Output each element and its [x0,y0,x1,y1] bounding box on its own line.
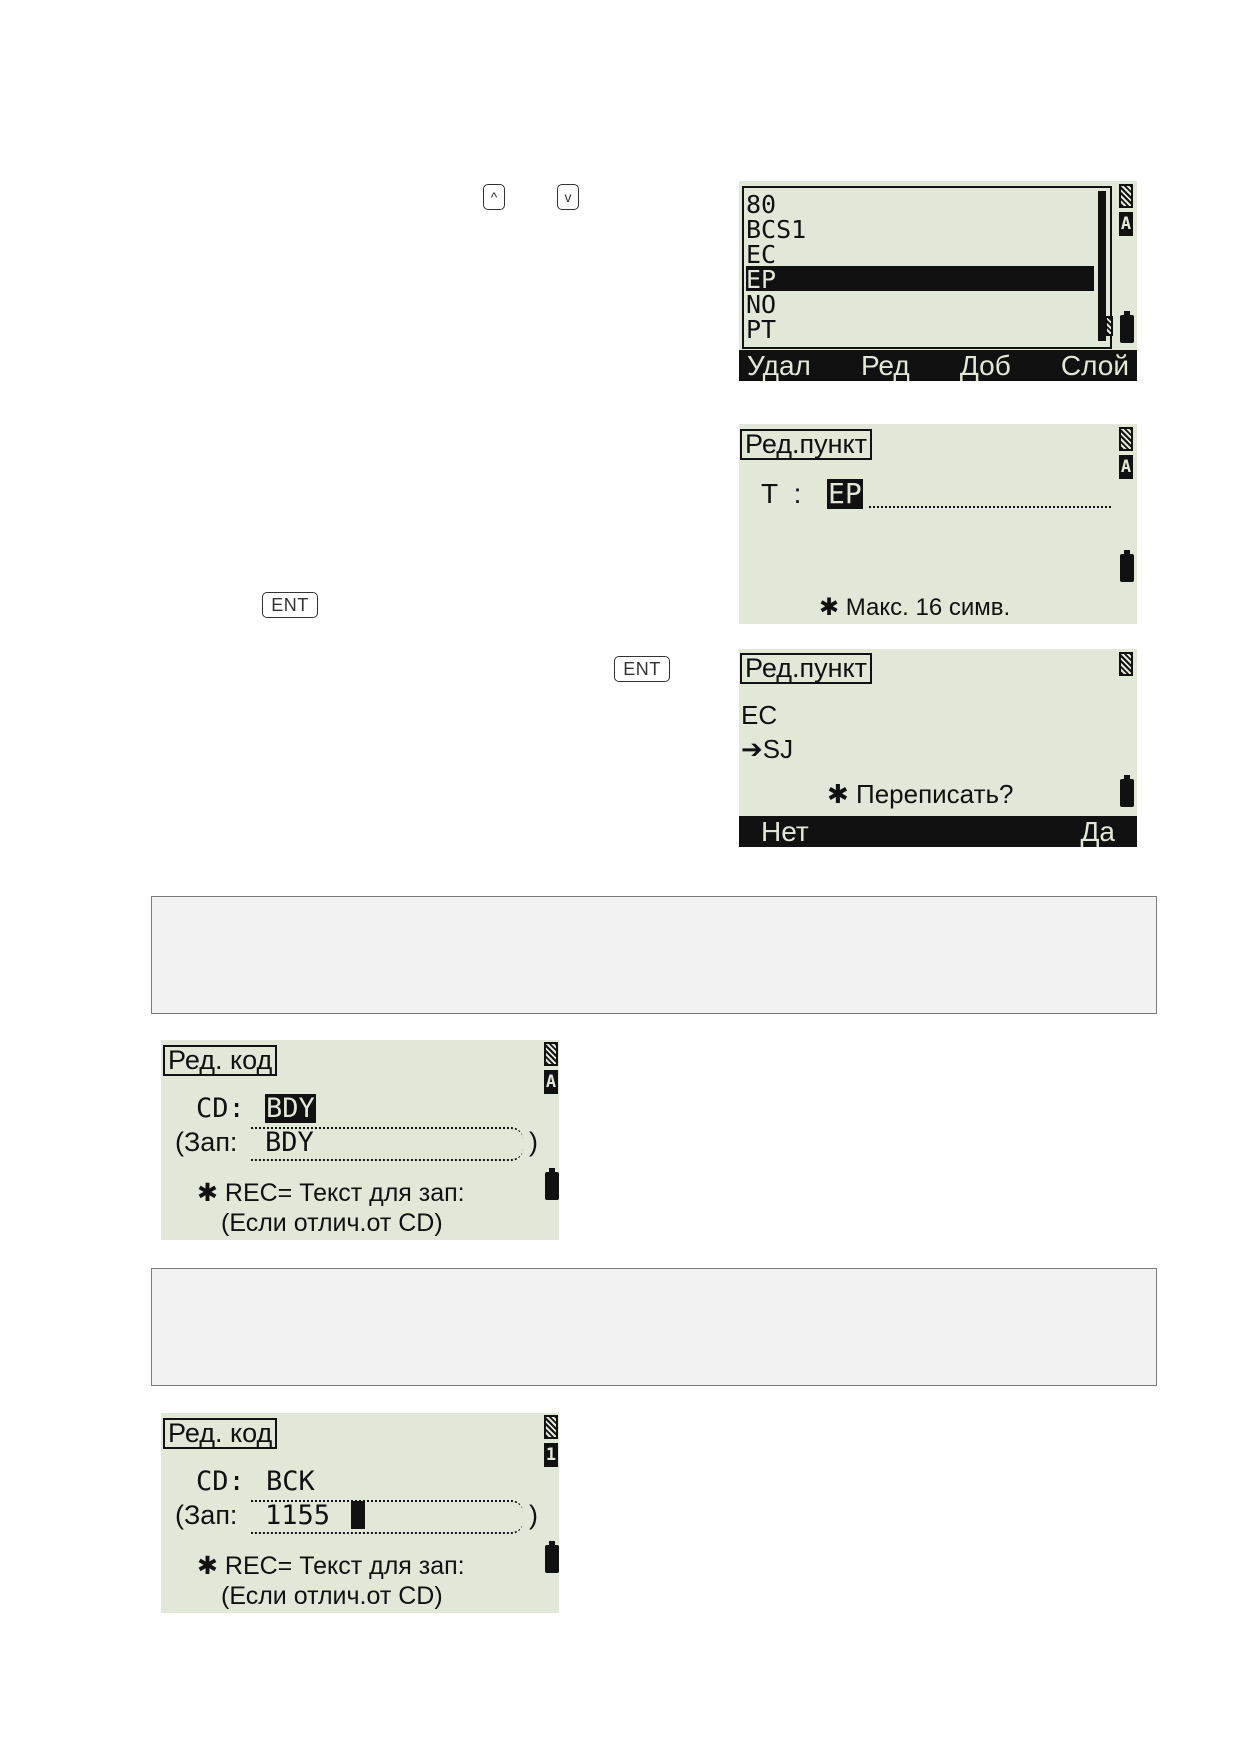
screen-title: Ред.пункт [740,653,873,684]
signal-indicator-icon [544,1415,558,1439]
note-box [151,1268,1157,1386]
record-label: (Зап: [175,1500,238,1530]
hint-text: (Если отлич.от CD) [221,1209,443,1237]
list-item[interactable]: 80 [746,190,777,219]
record-value-input[interactable]: BDY [265,1127,314,1158]
ent-key-icon: ENT [262,592,318,618]
list-item-selected[interactable]: EP [746,266,1094,292]
signal-indicator-icon [1119,184,1133,208]
input-mode-indicator: A [1119,455,1133,479]
up-key-icon: ^ [483,184,505,210]
list-item[interactable]: PT [746,315,777,344]
battery-icon [545,1541,559,1573]
signal-indicator-icon [1119,427,1133,451]
record-value-input[interactable]: 1155 [265,1500,331,1531]
softkey-bar: Нет Да [739,816,1137,847]
old-code-text: EC [741,700,778,730]
list-item[interactable]: NO [746,290,777,319]
record-label: (Зап: [175,1127,238,1157]
record-underline [251,1500,523,1534]
softkey-edit[interactable]: Ред [860,349,910,381]
signal-indicator-icon [1119,652,1133,676]
softkey-layer[interactable]: Слой [1060,349,1129,381]
softkey-no[interactable]: Нет [761,815,809,847]
screen-title: Ред.пункт [740,429,873,460]
battery-icon [1120,550,1134,582]
code-value: BCK [266,1466,315,1497]
note-box [151,896,1157,1014]
hint-text: ✱ Макс. 16 симв. [819,594,1011,621]
hint-text: ✱ REC= Текст для зап: [197,1179,465,1207]
list-item[interactable]: EC [746,240,777,269]
input-mode-indicator: 1 [544,1443,558,1467]
list-item[interactable]: BCS1 [746,215,807,244]
new-code-text: ➔SJ [741,734,794,764]
text-cursor [351,1501,365,1529]
battery-icon [1120,311,1134,343]
field-value-input[interactable]: EP [827,477,863,510]
code-label: CD: [196,1466,245,1497]
lcd-screen-edit-point: Ред.пункт Т : EP A ✱ Макс. 16 симв. [739,424,1137,624]
code-label: CD: [196,1093,245,1124]
record-close: ) [529,1127,538,1157]
lcd-screen-edit-code: Ред. код CD: BCK (Зап: 1155 ) 1 ✱ REC= Т… [161,1413,559,1613]
ent-key-icon: ENT [614,656,670,682]
scroll-indicator-icon [1105,316,1113,336]
field-label: Т : [761,478,802,509]
softkey-add[interactable]: Доб [959,349,1011,381]
battery-icon [1120,775,1134,807]
list-scrollbar[interactable] [1098,191,1106,341]
softkey-delete[interactable]: Удал [747,349,811,381]
record-underline [251,1127,523,1161]
lcd-screen-overwrite: Ред.пункт EC ➔SJ ✱ Переписать? Нет Да [739,649,1137,847]
hint-text: (Если отлич.от CD) [221,1582,443,1610]
lcd-screen-list: 80 BCS1 EC EP NO PT A Удал Ред Доб Слой [739,181,1137,381]
battery-icon [545,1168,559,1200]
lcd-screen-edit-code: Ред. код CD: BDY (Зап: BDY ) A ✱ REC= Те… [161,1040,559,1240]
softkey-bar: Удал Ред Доб Слой [739,350,1137,381]
list-frame [742,186,1112,349]
screen-title: Ред. код [163,1418,278,1449]
hint-text: ✱ REC= Текст для зап: [197,1552,465,1580]
field-underline [869,506,1111,508]
input-mode-indicator: A [544,1070,558,1094]
record-close: ) [529,1500,538,1530]
down-key-icon: v [557,184,579,210]
code-value-input[interactable]: BDY [265,1093,316,1124]
screen-title: Ред. код [163,1045,278,1076]
input-mode-indicator: A [1119,212,1133,236]
softkey-yes[interactable]: Да [1080,815,1115,847]
prompt-text: ✱ Переписать? [827,779,1014,809]
signal-indicator-icon [544,1042,558,1066]
